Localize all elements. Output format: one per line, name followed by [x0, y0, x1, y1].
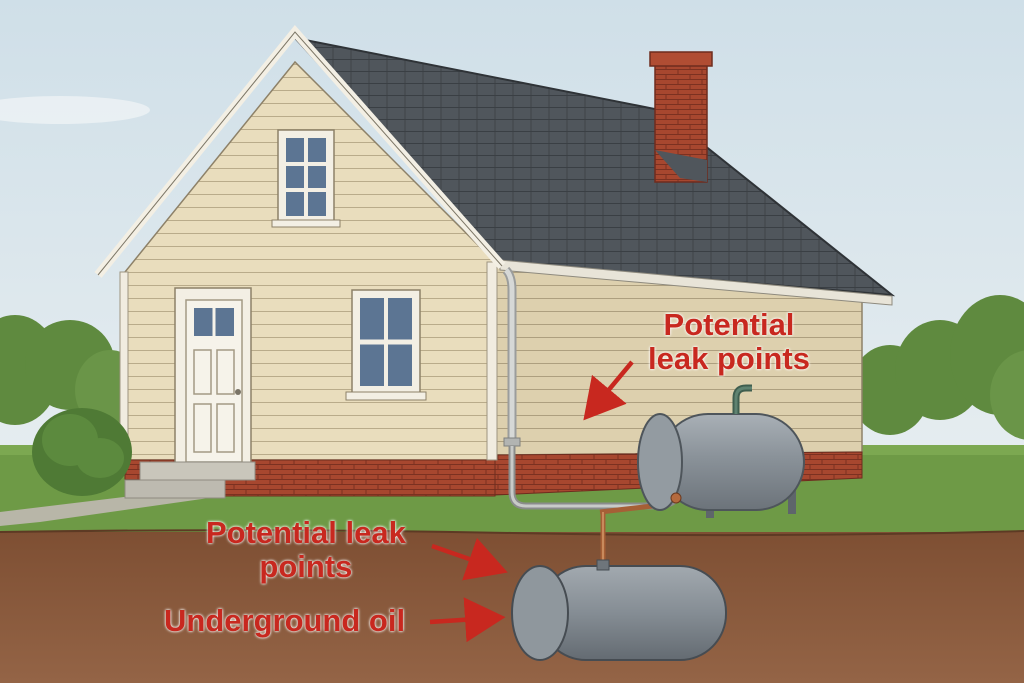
aboveground-oil-tank: [637, 384, 805, 518]
downspout: [502, 266, 521, 447]
front-steps: [124, 461, 256, 499]
arrow-lower-leak: [431, 537, 508, 581]
label-lower-leak-line2: points: [259, 549, 353, 584]
label-underground-oil: Underground oil: [164, 603, 406, 638]
front-door: [174, 287, 252, 465]
label-upper-leak-points: Potential leak points: [648, 308, 810, 376]
arrow-upper-leak: [583, 360, 634, 421]
shrub: [32, 408, 132, 496]
arrow-underground-tank: [429, 597, 506, 643]
attic-window: [271, 129, 341, 228]
label-upper-leak-line2: leak points: [648, 341, 810, 376]
walkway: [0, 495, 230, 526]
tree-line-right: [850, 295, 1024, 440]
front-window: [345, 289, 427, 401]
chimney: [649, 51, 713, 183]
label-lower-leak-line1: Potential leak: [206, 515, 406, 550]
underground-oil-tank: [511, 559, 727, 661]
label-upper-leak-line1: Potential: [663, 307, 795, 342]
label-lower-leak-points: Potential leak points: [206, 516, 406, 584]
